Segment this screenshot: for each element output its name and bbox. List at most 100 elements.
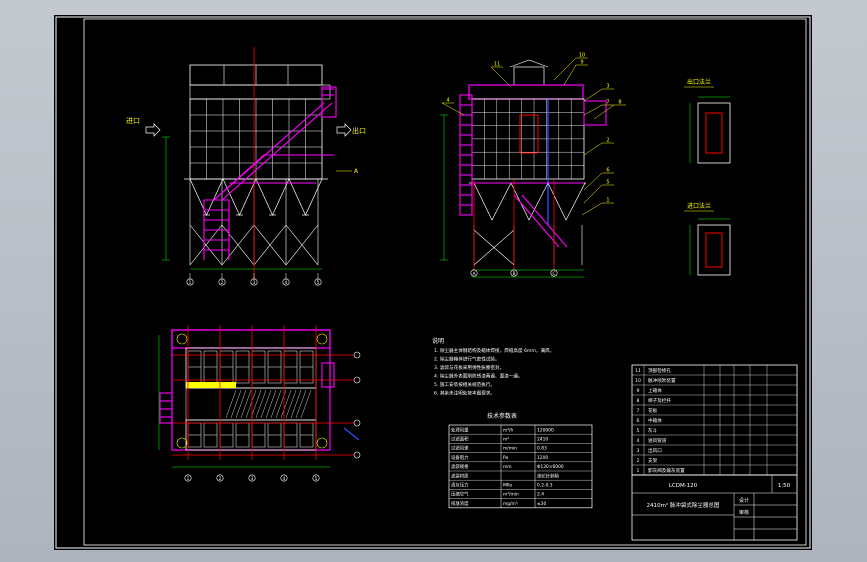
- bom-index: 8: [637, 398, 640, 404]
- param-cell: m³/min: [503, 492, 519, 498]
- plan-axis-label: 5: [315, 476, 318, 481]
- side-axis-label: B: [513, 271, 516, 276]
- front-axis-circle: [186, 278, 194, 286]
- drawing-title: 2410m² 脉冲袋式除尘器总图: [647, 501, 720, 509]
- part-callout: 6: [606, 168, 609, 174]
- param-cell: Φ130×6000: [537, 464, 564, 470]
- front-axis-label: 3: [253, 280, 256, 285]
- general-notes: 说明 1. 除尘器主体钢结构及箱体焊接，焊缝高度 6mm，满焊。2. 除尘器箱体…: [432, 337, 554, 397]
- side-axis-circle: [470, 269, 478, 277]
- bom-index: 1: [637, 468, 640, 474]
- param-cell: m³/h: [503, 427, 514, 433]
- bom-index: 4: [637, 438, 640, 444]
- plan-axis-circle: [216, 474, 224, 482]
- front-axis-label: 2: [221, 280, 224, 285]
- bom-index: 5: [637, 428, 640, 434]
- bom-name: 脉冲喷吹装置: [648, 377, 676, 384]
- title-block: 1:50 设计 审核 2410m² 脉冲袋式除尘器总图 LCDM-120: [631, 474, 798, 541]
- param-cell: 过滤面积: [451, 436, 469, 443]
- bom-name: 花板: [648, 407, 658, 414]
- plan-axis-circle: [312, 474, 320, 482]
- note-line: 6. 其余未注明处按本图要求。: [434, 390, 495, 397]
- bom-index: 7: [637, 408, 640, 414]
- param-cell: m²: [503, 438, 509, 443]
- bom-name: 支架: [648, 457, 658, 464]
- side-axis-circle: [510, 269, 518, 277]
- part-callout: 11: [494, 62, 500, 68]
- param-cell: MPa: [503, 483, 512, 489]
- front-axis-circle: [314, 278, 322, 286]
- front-axis-label: 1: [189, 280, 192, 285]
- param-cell: 排放浓度: [451, 500, 469, 507]
- param-cell: m/min: [503, 446, 517, 452]
- part-callout: 4: [446, 98, 449, 104]
- plan-row-axis-circle: [353, 419, 361, 427]
- param-cell: mg/m³: [503, 501, 518, 507]
- param-cell: 压缩空气: [451, 491, 469, 498]
- bom-name: 中箱体: [648, 417, 662, 424]
- side-axis-label: C: [553, 271, 556, 276]
- param-cell: 2.4: [537, 492, 544, 498]
- notes-title: 说明: [432, 337, 444, 345]
- param-cell: 过滤风速: [451, 445, 469, 452]
- flange-details: 出口法兰 进口法兰: [684, 78, 731, 276]
- part-callout: 2: [606, 138, 609, 144]
- bom-name: 灰斗: [648, 427, 658, 434]
- inlet-arrow-icon: [145, 123, 161, 137]
- part-callout: 3: [606, 84, 609, 90]
- plan-axis-circle: [280, 474, 288, 482]
- plan-axis-label: 2: [219, 476, 222, 481]
- param-cell: 滤袋规格: [451, 463, 469, 470]
- note-line: 1. 除尘器主体钢结构及箱体焊接，焊缝高度 6mm，满焊。: [434, 347, 554, 354]
- part-callout: 9: [580, 60, 583, 66]
- param-cell: ≤30: [537, 501, 546, 507]
- param-cell: Pa: [503, 455, 508, 461]
- front-axis-label: 5: [317, 280, 320, 285]
- side-axis-label: A: [473, 271, 476, 276]
- plan-row-axis-circle: [353, 451, 361, 459]
- bom-name: 梯子及栏杆: [648, 397, 671, 404]
- inlet-label: 进口: [126, 117, 140, 125]
- plan-axis-label: 3: [251, 476, 254, 481]
- bom-index: 3: [637, 448, 640, 454]
- note-line: 3. 滤袋与花板采用弹性胀圈密封。: [434, 364, 504, 371]
- bom-index: 2: [637, 458, 640, 464]
- front-axis-circle: [218, 278, 226, 286]
- outer-border: [55, 16, 811, 549]
- param-cell: 涤纶针刺毡: [537, 472, 560, 479]
- param-cell: 滤袋材质: [451, 472, 469, 479]
- bom-name: 上箱体: [648, 387, 662, 394]
- drawing-number: LCDM-120: [669, 483, 698, 489]
- note-line: 5. 施工安装按相关规范执行。: [434, 381, 495, 388]
- bom-name: 出风口: [648, 447, 662, 454]
- plan-axis-label: 1: [187, 476, 190, 481]
- front-axis-circle: [250, 278, 258, 286]
- outlet-arrow-icon: [336, 123, 352, 137]
- outlet-label: 出口: [352, 126, 366, 135]
- param-cell: mm: [503, 465, 512, 470]
- plan-axis-circle: [248, 474, 256, 482]
- bom-name: 进风管道: [648, 437, 667, 444]
- plan-axis-circle: [184, 474, 192, 482]
- bom-name: 卸灰阀及输灰装置: [648, 467, 685, 474]
- param-cell: 0.2-0.3: [537, 483, 553, 489]
- inner-border: [83, 18, 807, 546]
- part-callout: 7: [606, 100, 609, 106]
- bom-name: 顶部检修孔: [648, 367, 671, 374]
- bom-index: 10: [635, 378, 641, 384]
- plan-axis-label: 4: [283, 476, 286, 481]
- param-cell: 设备阻力: [451, 454, 469, 461]
- param-cell: 处理风量: [451, 426, 469, 433]
- param-cell: 1200: [537, 455, 548, 461]
- scale-value: 1:50: [778, 483, 791, 489]
- plan-view: 1 2 3 4 5: [158, 325, 361, 482]
- param-cell: 0.83: [537, 446, 547, 452]
- param-cell: 2410: [537, 437, 548, 443]
- lower-detail-title: 进口法兰: [687, 202, 711, 210]
- front-axis-label: 4: [285, 280, 288, 285]
- check-label: 审核: [739, 509, 749, 516]
